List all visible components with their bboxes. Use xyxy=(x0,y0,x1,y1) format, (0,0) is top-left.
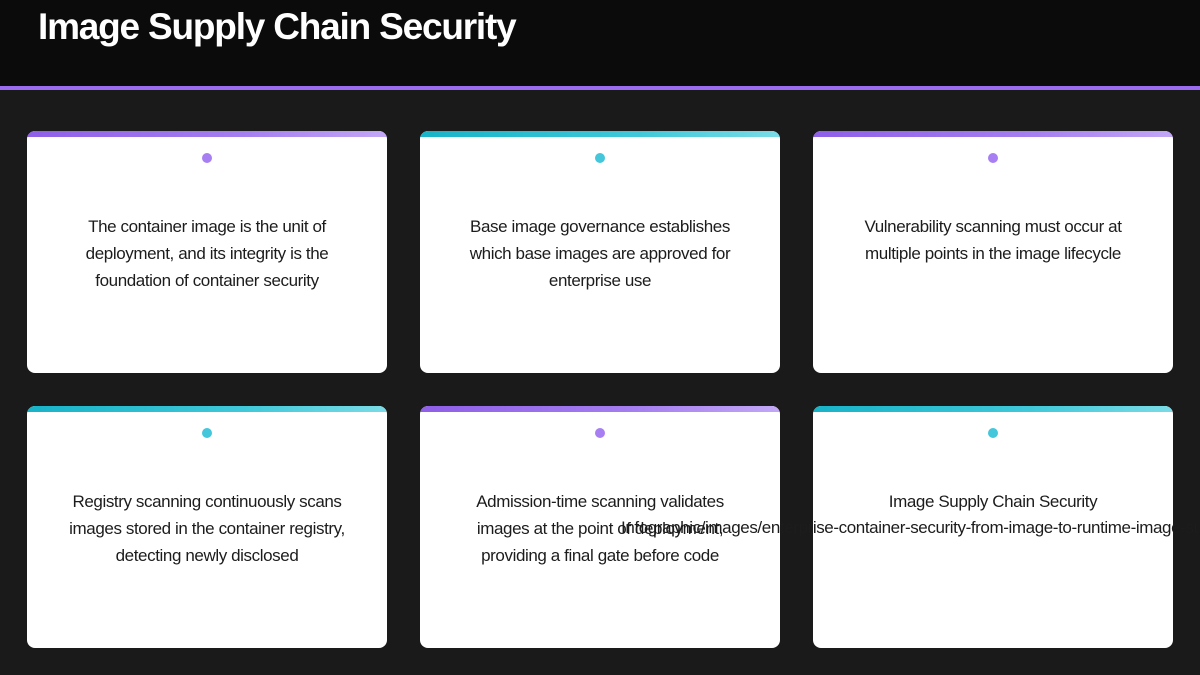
bullet-dot-icon xyxy=(202,153,212,163)
card-text: Admission-time scanning validates images… xyxy=(476,492,724,565)
card-text: Vulnerability scanning must occur at mul… xyxy=(864,217,1122,263)
card-admission-time-scanning: Admission-time scanning validates images… xyxy=(420,406,780,648)
card-accent-bar xyxy=(27,131,387,137)
card-accent-bar xyxy=(813,131,1173,137)
card-accent-bar xyxy=(813,406,1173,412)
card-image-supply-chain-security: Image Supply Chain Security xyxy=(813,406,1173,648)
header-divider xyxy=(0,86,1200,90)
card-text: Image Supply Chain Security xyxy=(888,492,1098,511)
card-registry-scanning: Registry scanning continuously scans ima… xyxy=(27,406,387,648)
card-text: Registry scanning continuously scans ima… xyxy=(69,492,345,565)
bullet-dot-icon xyxy=(988,428,998,438)
bullet-dot-icon xyxy=(202,428,212,438)
bullet-dot-icon xyxy=(988,153,998,163)
card-base-image-governance: Base image governance establishes which … xyxy=(420,131,780,373)
header-bar: Image Supply Chain Security xyxy=(0,0,1200,86)
card-text: The container image is the unit of deplo… xyxy=(85,217,329,290)
card-text: Base image governance establishes which … xyxy=(469,217,731,290)
card-accent-bar xyxy=(27,406,387,412)
card-accent-bar xyxy=(420,406,780,412)
card-container-image: The container image is the unit of deplo… xyxy=(27,131,387,373)
bullet-dot-icon xyxy=(595,428,605,438)
bullet-dot-icon xyxy=(595,153,605,163)
overflow-image-path-text: Infographic/images/enterprise-container-… xyxy=(621,518,1200,537)
page-title: Image Supply Chain Security xyxy=(38,6,517,47)
card-accent-bar xyxy=(420,131,780,137)
card-vulnerability-scanning: Vulnerability scanning must occur at mul… xyxy=(813,131,1173,373)
